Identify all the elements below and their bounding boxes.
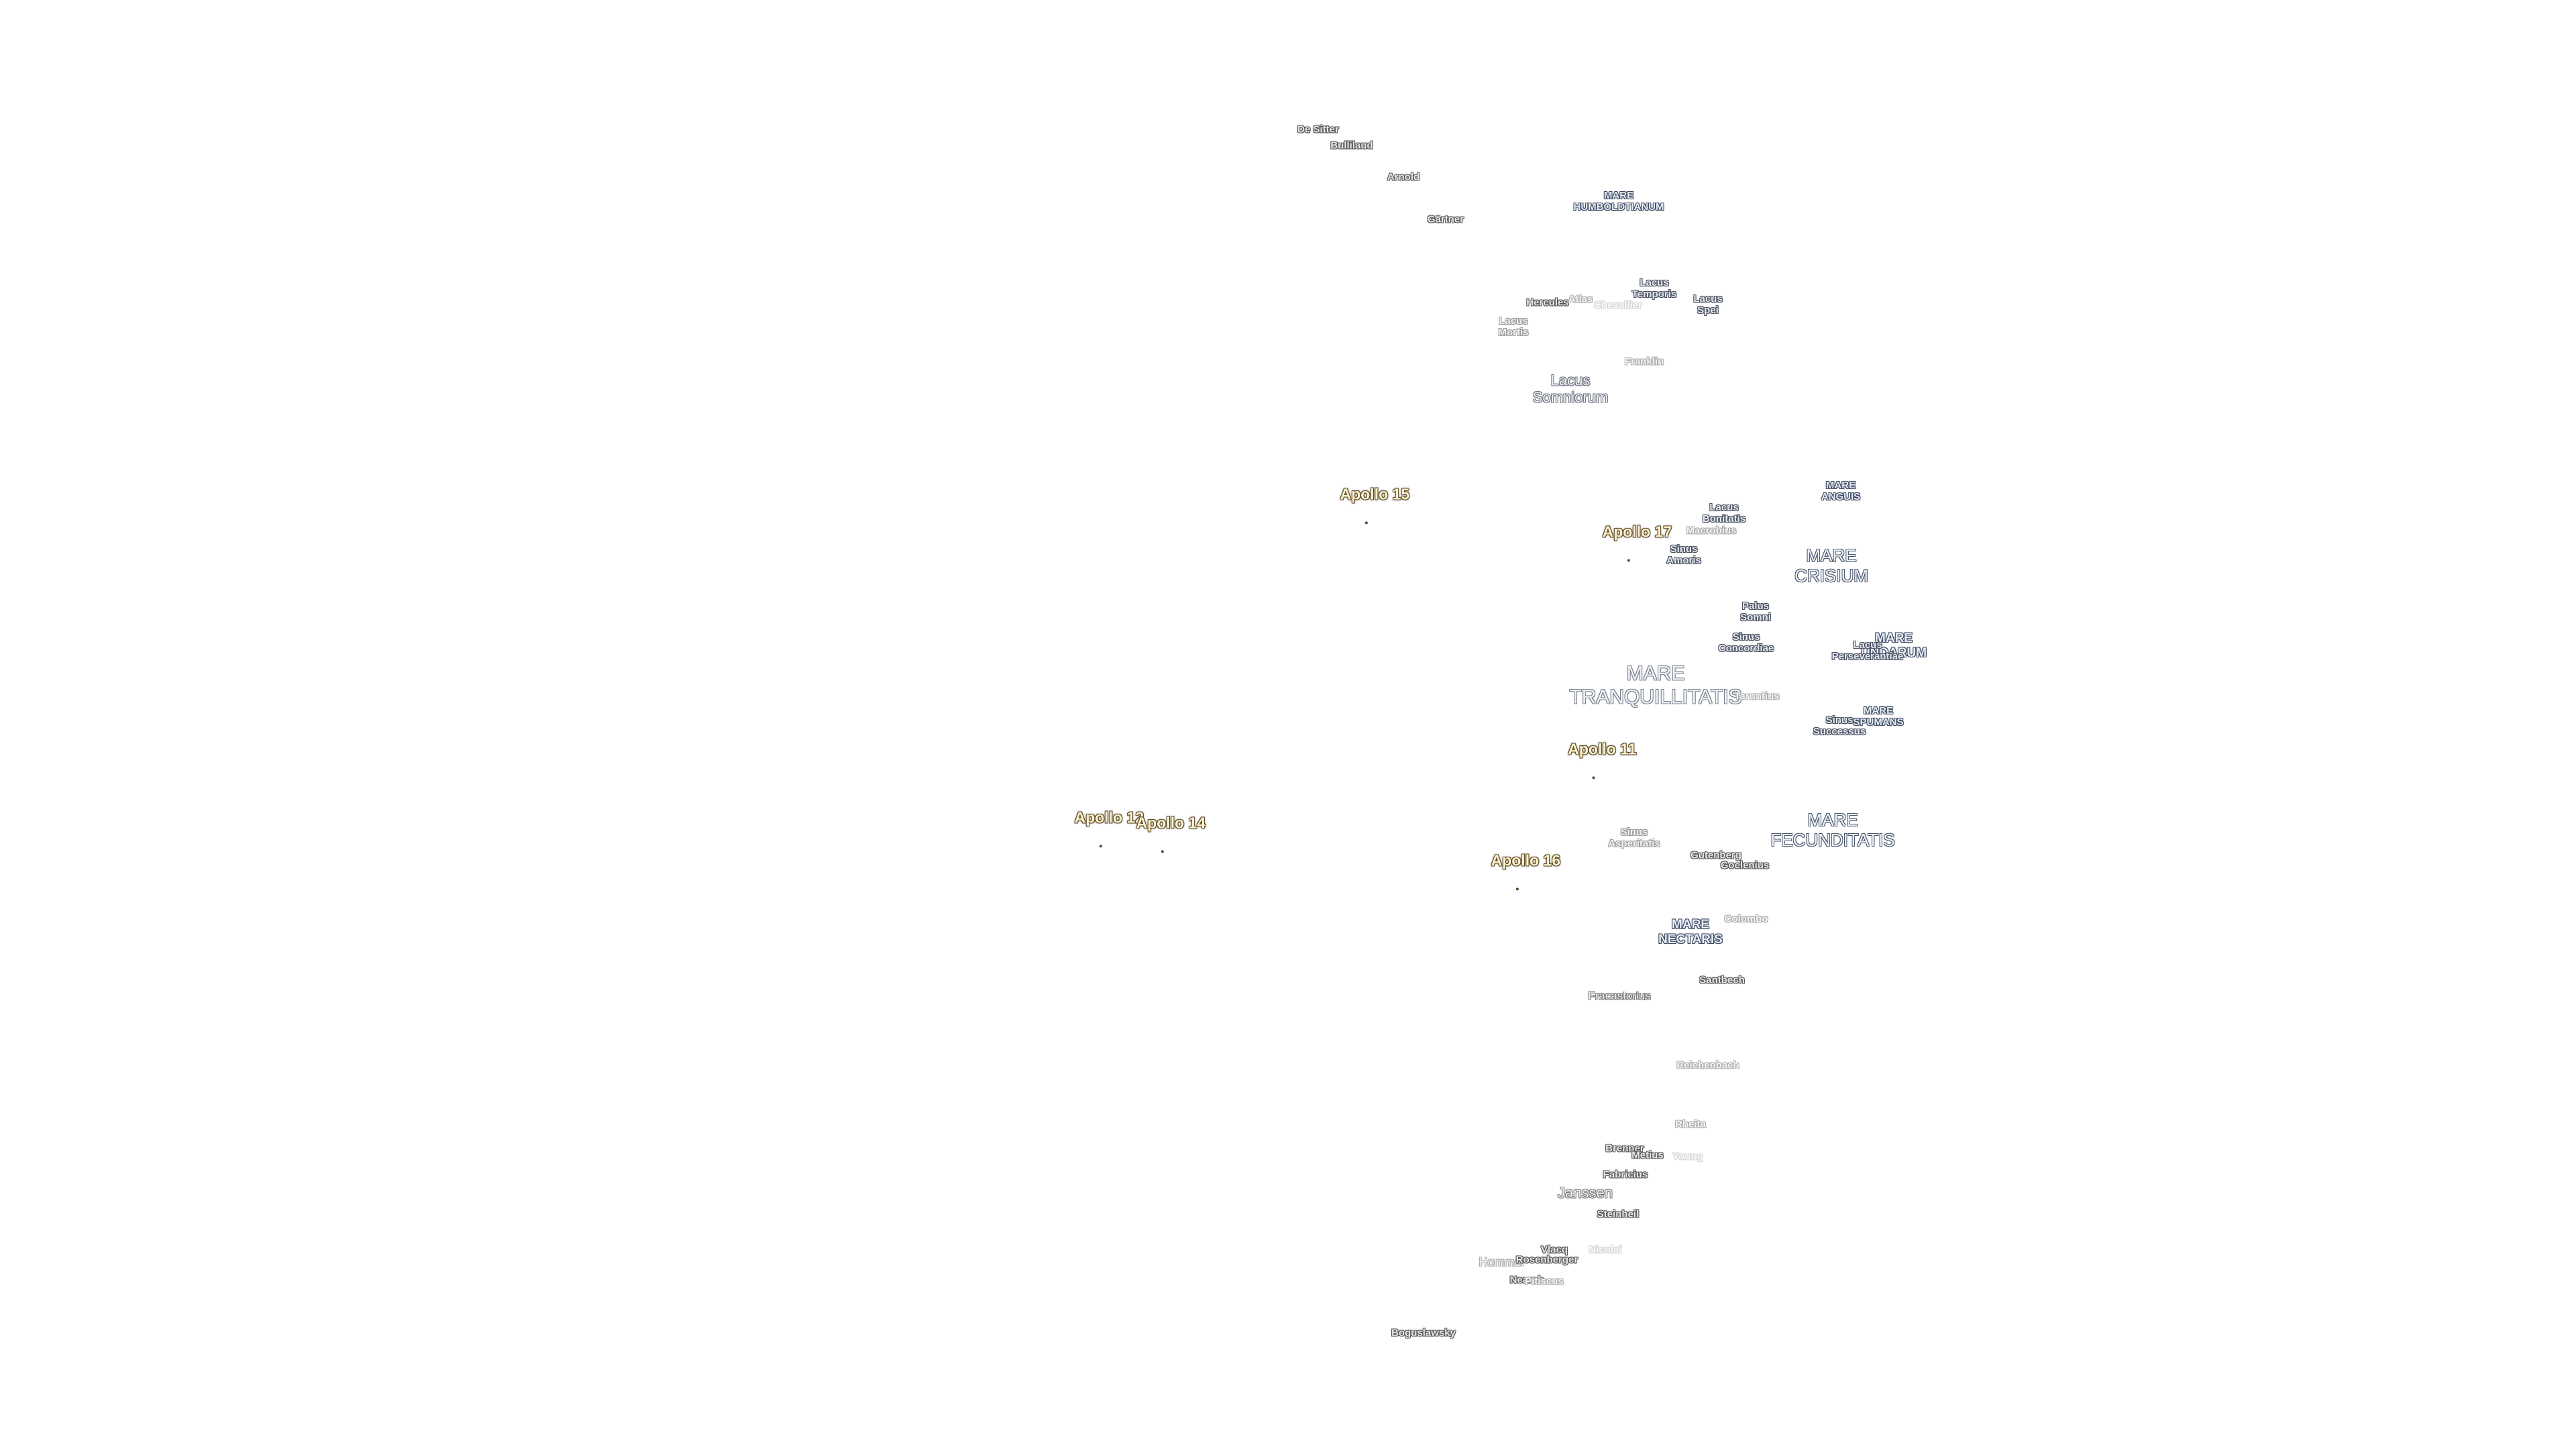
apollo-17-label: Apollo 17 [1602,523,1672,541]
apollo-14-label: Apollo 14 [1136,814,1206,832]
apollo-15-site[interactable]: Apollo 15 [1324,468,1409,559]
crater-label-nicolai: Nicolai [1589,1244,1622,1256]
crater-label-franklin: Franklin [1624,356,1664,368]
apollo-16-label: Apollo 16 [1491,851,1561,869]
crater-label-arnold: Arnold [1387,171,1420,183]
crater-label-vlacq: Vlacq [1540,1244,1568,1256]
mare-label-tranquillitatis: MARE TRANQUILLITATIS [1569,662,1742,708]
crater-label-santbech: Santbech [1699,974,1745,986]
crater-label-hercules: Hercules [1526,297,1569,309]
mare-label-anguis: MARE ANGUIS [1821,479,1861,502]
landing-site-marker-icon [1515,888,1519,891]
landing-site-marker-icon [1627,559,1630,562]
crater-label-fabricius: Fabricius [1603,1169,1648,1181]
crater-label-gartner: Gärtner [1427,213,1464,225]
apollo-17-site[interactable]: Apollo 17 [1586,505,1672,597]
crater-label-taruntius: Taruntius [1734,690,1780,702]
mare-label-fecunditatis: MARE FECUNDITATIS [1770,810,1895,850]
crater-label-nearch: Nearch [1509,1274,1544,1286]
crater-label-atlas-ghost: Chevallier [1594,299,1642,311]
apollo-11-site[interactable]: Apollo 11 [1552,722,1637,814]
mare-label-humboldtianum: MARE HUMBOLDTIANUM [1573,189,1664,213]
landing-site-marker-icon [1099,845,1102,848]
sinus-label-amoris: Sinus Amoris [1666,543,1701,566]
sinus-label-successus: Sinus Successus [1813,714,1866,737]
apollo-14-site[interactable]: Apollo 14 [1120,796,1205,888]
landing-site-marker-icon [1364,521,1368,525]
palus-label-somni: Palus Somni [1740,600,1771,623]
sinus-label-concordiae: Sinus Concordiae [1718,631,1774,654]
crater-label-brenner: Brenner [1605,1142,1644,1155]
crater-label-janssen: Janssen [1558,1184,1613,1201]
lacus-label-spei: Lacus Spei [1693,292,1723,316]
apollo-12-site[interactable]: Apollo 12 [1058,791,1144,883]
crater-label-reichenbach: Reichenbach [1676,1059,1739,1071]
apollo-12-label: Apollo 12 [1074,808,1144,826]
crater-label-hommel: Hommel [1479,1255,1524,1269]
crater-label-goclenius: Goclenius [1720,859,1770,871]
mare-label-crisium: MARE CRISIUM [1794,545,1868,586]
lacus-label-perseverantiae: Lacus Perseverantiae [1831,639,1904,662]
lacus-label-bonitatis: Lacus Bonitatis [1702,501,1746,525]
crater-label-gutenberg: Gutenberg [1690,849,1741,861]
crater-label-steinheil: Steinheil [1597,1208,1640,1220]
lacus-label-temporis: Lacus Temporis [1631,276,1677,300]
landing-site-marker-icon [1161,850,1164,853]
crater-label-pitiscus: Pitiscus [1525,1275,1564,1287]
lacus-label-somniorum: Lacus Somniorum [1532,372,1609,406]
crater-label-rosenberger: Rosenberger [1515,1254,1578,1266]
mare-label-nectaris: MARE NECTARIS [1658,918,1723,947]
crater-label-macrobius: Macrobius [1686,525,1737,537]
mare-label-spumans: MARE SPUMANS [1853,704,1904,728]
crater-label-fracastorius: Fracastorius [1588,989,1651,1003]
crater-label-colombo: Colombo [1724,913,1768,925]
crater-label-boguslawsky: Boguslawsky [1391,1327,1456,1339]
crater-label-bullialdus: Bullilaud [1330,140,1373,152]
apollo-15-label: Apollo 15 [1340,485,1410,503]
crater-label-de-sitter: De Sitter [1297,123,1339,136]
apollo-11-label: Apollo 11 [1568,740,1637,758]
apollo-16-site[interactable]: Apollo 16 [1474,834,1560,926]
sinus-label-asperitatis: Sinus Asperitatis [1608,826,1660,849]
crater-label-rheita: Rheita [1675,1118,1706,1130]
mare-label-undarum: MARE UNDARUM [1860,631,1927,660]
lacus-label-mortis: Lacus Mortis [1498,315,1529,338]
crater-label-metius: Metius [1631,1149,1664,1161]
crater-label-atlas: Atlas [1568,293,1593,305]
landing-site-marker-icon [1593,776,1595,780]
crater-label-young: Young [1672,1150,1703,1163]
